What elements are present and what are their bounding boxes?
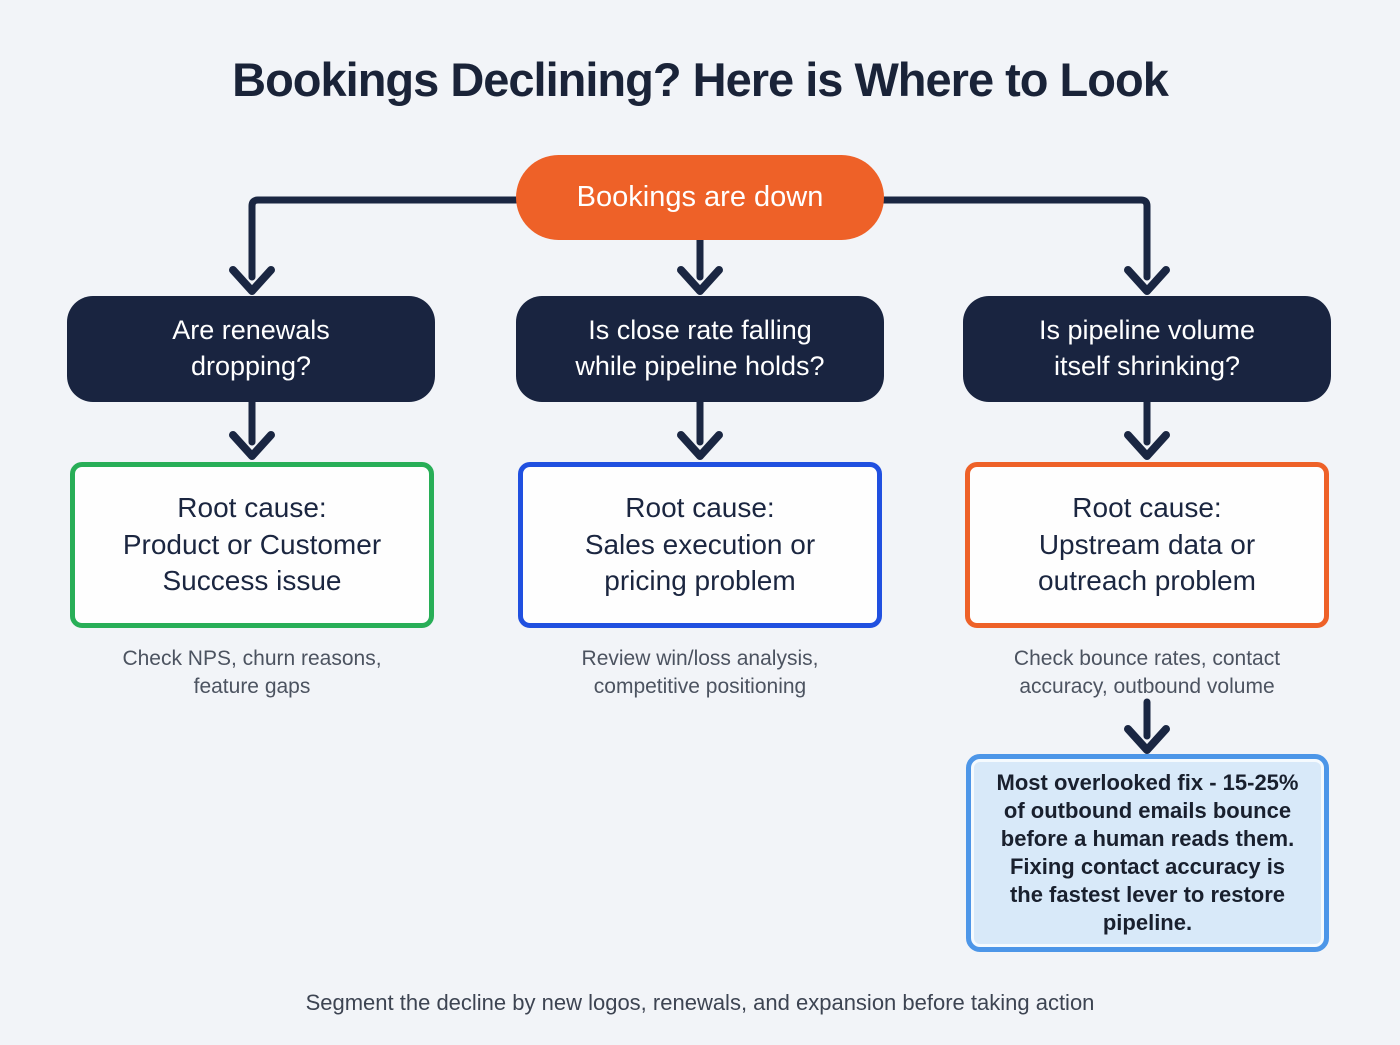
root-cause-heading: Root cause: <box>1072 491 1222 523</box>
root-cause-node-sales: Root cause: Sales execution or pricing p… <box>518 462 882 628</box>
page-title: Bookings Declining? Here is Where to Loo… <box>232 53 1169 106</box>
question-label: Are renewals dropping? <box>172 315 330 381</box>
note-renewals: Check NPS, churn reasons, feature gaps <box>122 647 382 698</box>
root-cause-heading: Root cause: <box>177 491 327 523</box>
question-node-pipeline-volume: Is pipeline volume itself shrinking? <box>963 296 1331 402</box>
note-close-rate: Review win/loss analysis, competitive po… <box>581 647 819 698</box>
start-node-label: Bookings are down <box>576 181 824 213</box>
question-node-close-rate: Is close rate falling while pipeline hol… <box>516 296 884 402</box>
arrow-head-callout <box>1124 725 1170 754</box>
arrow-head-col1-mid <box>229 431 275 460</box>
arrow-head-col3-top <box>1124 266 1170 295</box>
question-label: Is close rate falling while pipeline hol… <box>575 315 825 381</box>
footer-note: Segment the decline by new logos, renewa… <box>305 990 1095 1015</box>
start-node-bookings-down: Bookings are down <box>516 155 884 240</box>
arrow-head-col1-top <box>229 266 275 295</box>
callout-text: Most overlooked fix - 15-25% of outbound… <box>996 769 1299 936</box>
note-pipeline: Check bounce rates, contact accuracy, ou… <box>1013 647 1281 698</box>
root-cause-body: Sales execution or pricing problem <box>584 528 816 597</box>
connector-right <box>880 196 1151 281</box>
root-cause-node-product: Root cause: Product or Customer Success … <box>70 462 434 628</box>
question-label: Is pipeline volume itself shrinking? <box>1038 315 1256 381</box>
arrow-head-col2-top <box>677 266 723 295</box>
callout-overlooked-fix: Most overlooked fix - 15-25% of outbound… <box>966 754 1329 952</box>
arrow-head-col2-mid <box>677 431 723 460</box>
root-cause-heading: Root cause: <box>625 491 775 523</box>
root-cause-node-upstream: Root cause: Upstream data or outreach pr… <box>965 462 1329 628</box>
connector-left <box>248 196 520 281</box>
arrow-head-col3-mid <box>1124 431 1170 460</box>
root-cause-body: Upstream data or outreach problem <box>1038 528 1256 597</box>
question-node-renewals: Are renewals dropping? <box>67 296 435 402</box>
root-cause-body: Product or Customer Success issue <box>122 528 382 597</box>
